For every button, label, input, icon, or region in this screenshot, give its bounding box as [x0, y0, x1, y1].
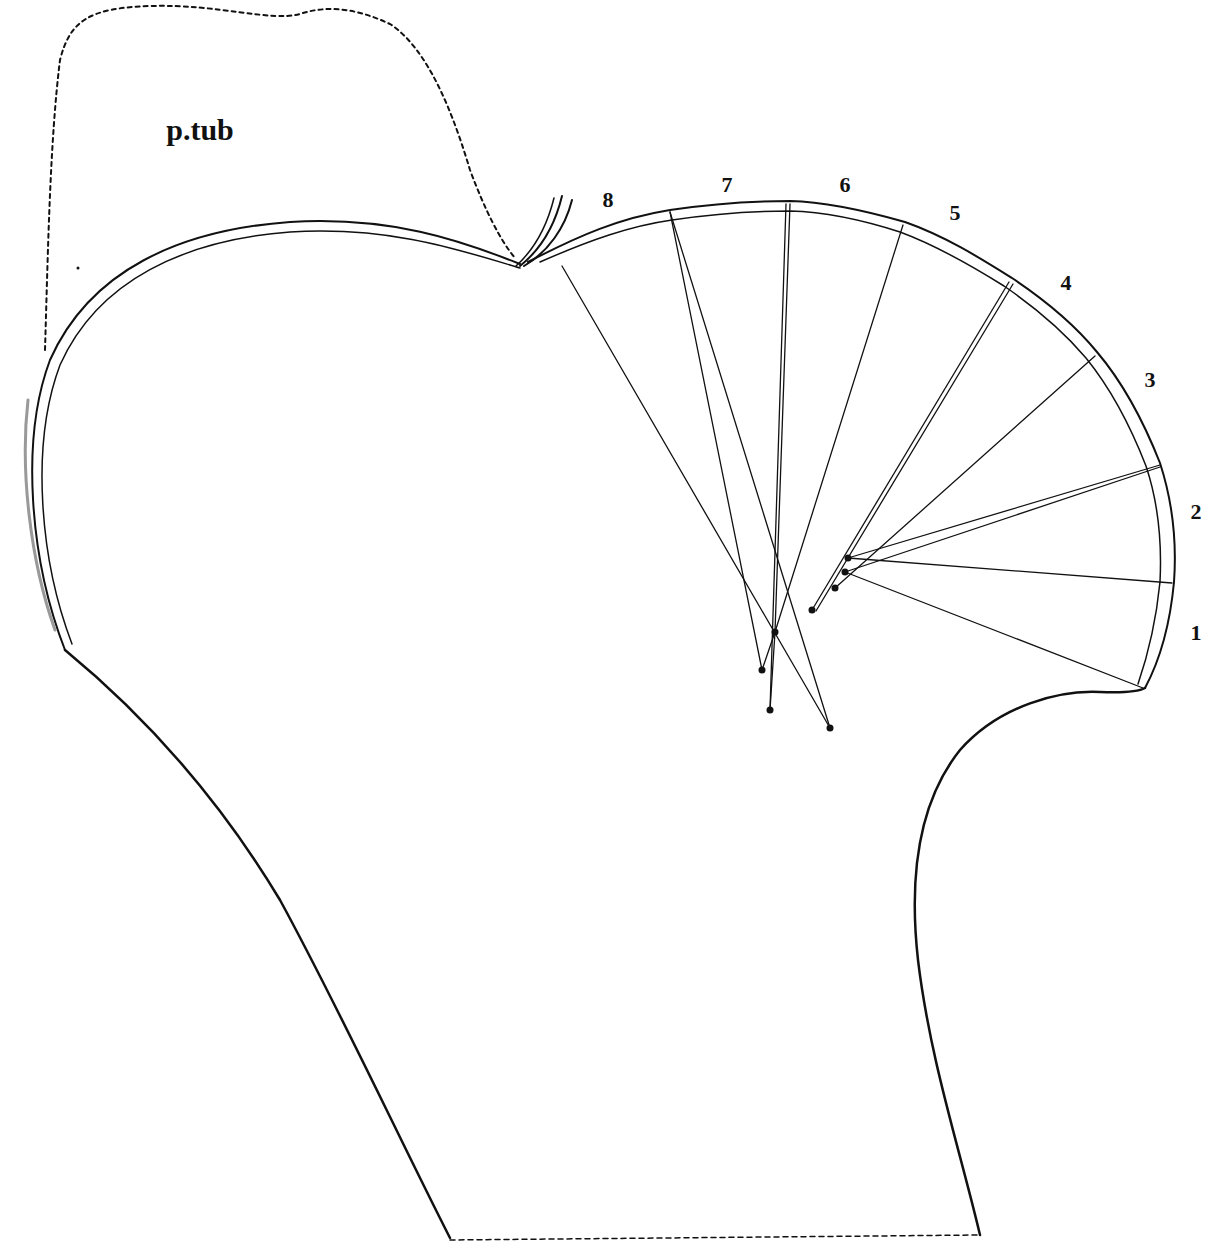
- cortex-outline: [32, 221, 520, 650]
- head-outline: [528, 201, 1175, 688]
- callout-number: 8: [601, 189, 616, 211]
- ligament-fibres: [516, 198, 554, 266]
- end-dots: [759, 555, 852, 732]
- cortex-outline: [42, 231, 520, 644]
- head-outline: [540, 211, 1160, 684]
- bone-outline: [915, 688, 1145, 1235]
- callout-number: 2: [1189, 501, 1204, 523]
- stray-dot: [77, 267, 80, 270]
- section-line: [450, 1235, 980, 1240]
- callout-number: 7: [720, 174, 735, 196]
- callout-number: 4: [1059, 272, 1074, 294]
- cortex-shade: [25, 400, 55, 630]
- callout-number: 6: [838, 174, 853, 196]
- callout-number: 1: [1189, 622, 1204, 644]
- callout-number: 5: [948, 202, 963, 224]
- bone-outline: [65, 650, 450, 1238]
- radial-lines: [562, 204, 1172, 728]
- part-label: p.tub: [164, 115, 236, 145]
- callout-number: 3: [1143, 369, 1158, 391]
- ligament-fibres: [524, 200, 572, 266]
- tuberosity-outline: [45, 6, 515, 350]
